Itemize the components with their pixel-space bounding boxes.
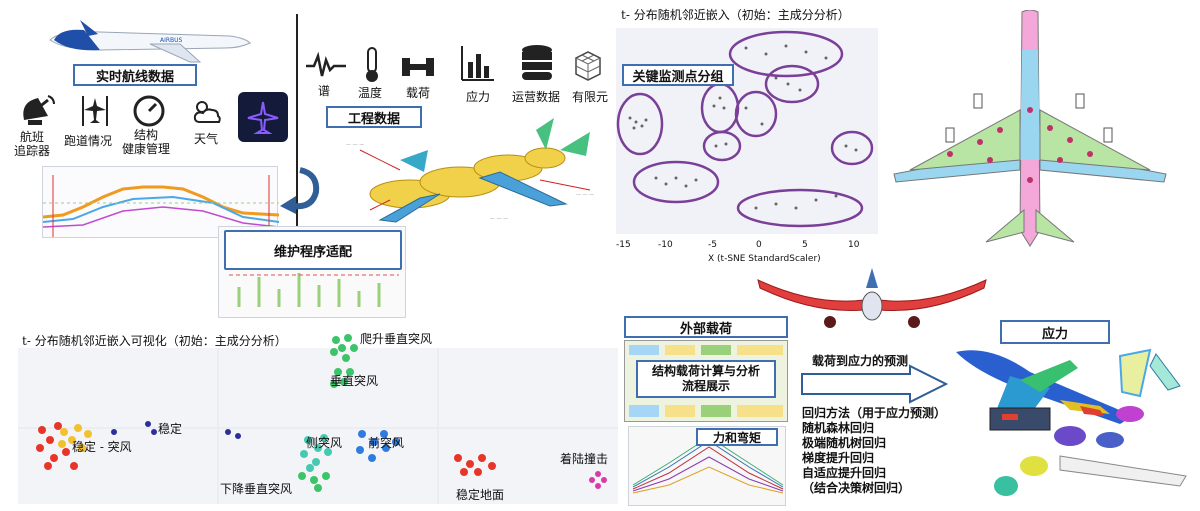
climb-gust-cluster bbox=[330, 334, 358, 388]
exploded-airplane-image: — — — — — — — — — bbox=[346, 118, 594, 223]
stress-label: 应力 bbox=[466, 90, 491, 104]
airplane-topview-image bbox=[893, 10, 1167, 247]
methods-list: 回归方法（用于应力预测） 随机森林回归 极端随机树回归 梯度提升回归 自适应提升… bbox=[802, 406, 982, 496]
flight-tracker-label: 航班 追踪器 bbox=[14, 130, 51, 158]
runway-label: 跑道情况 bbox=[64, 134, 113, 148]
mesh-cube-icon bbox=[575, 51, 601, 81]
method-0: 回归方法（用于应力预测） bbox=[802, 406, 947, 420]
weather-icon bbox=[193, 101, 221, 123]
gauge-icon bbox=[133, 95, 165, 127]
method-3: 梯度提升回归 bbox=[802, 451, 875, 465]
red-airplane-image bbox=[757, 268, 987, 328]
divider-line bbox=[296, 14, 298, 240]
svg-text:— — —: — — — bbox=[490, 216, 508, 222]
app-icon bbox=[238, 92, 288, 142]
svg-text:AIRBUS: AIRBUS bbox=[160, 37, 183, 44]
arrow-label: 载荷到应力的预测 bbox=[812, 354, 909, 368]
bar-chart-icon bbox=[461, 46, 494, 81]
right-arrow-icon bbox=[801, 364, 949, 404]
cluster-label-climb-vertical-gust: 爬升垂直突风 bbox=[360, 332, 433, 346]
weather-label: 天气 bbox=[194, 132, 219, 146]
maintenance-title: 维护程序适配 bbox=[224, 230, 402, 270]
cluster-label-steady: 稳定 bbox=[158, 422, 183, 436]
process-title: 结构载荷计算与分析 流程展示 bbox=[636, 360, 776, 398]
operational-label: 运营数据 bbox=[512, 90, 561, 104]
method-1: 随机森林回归 bbox=[802, 421, 875, 435]
structural-health-label: 结构 健康管理 bbox=[122, 128, 171, 156]
svg-text:— — —: — — — bbox=[576, 192, 594, 198]
method-4: 自适应提升回归 bbox=[802, 466, 887, 480]
database-icon bbox=[522, 45, 552, 80]
tsne-bottom-plot bbox=[18, 348, 618, 504]
key-group-title: 关键监测点分组 bbox=[622, 64, 734, 86]
stress-title: 应力 bbox=[1000, 320, 1110, 344]
fem-label: 有限元 bbox=[572, 90, 609, 104]
cluster-label-ground-steady: 稳定地面 bbox=[456, 488, 505, 502]
svg-text:— — —: — — — bbox=[346, 142, 364, 148]
tsne-top-title: t- 分布随机邻近嵌入（初始：主成分分析） bbox=[621, 8, 850, 22]
realtime-data-title: 实时航线数据 bbox=[73, 64, 197, 86]
spectrum-label: 谱 bbox=[318, 84, 331, 98]
tsne-top-xticks: -15 -10 -5 0 5 10 bbox=[616, 240, 860, 250]
dumbbell-icon bbox=[402, 58, 434, 76]
force-moment-title: 力和弯矩 bbox=[696, 428, 778, 446]
engineering-title: 工程数据 bbox=[326, 106, 422, 128]
tsne-bottom-title: t- 分布随机邻近嵌入可视化（初始：主成分分析） bbox=[22, 334, 287, 348]
cluster-label-lateral-gust: 侧突风 bbox=[306, 436, 343, 450]
cluster-label-descent-vertical-gust: 下降垂直突风 bbox=[220, 482, 293, 496]
external-load-title: 外部载荷 bbox=[624, 316, 788, 338]
method-5: （结合决策树回归） bbox=[802, 481, 911, 495]
cycle-arrow-icon bbox=[280, 167, 320, 214]
cluster-label-steady-gust: 稳定 - 突风 bbox=[72, 440, 132, 454]
cluster-label-forward-gust: 前突风 bbox=[368, 436, 405, 450]
runway-icon bbox=[82, 96, 108, 126]
airplane-image: AIRBUS bbox=[49, 20, 251, 63]
method-2: 极端随机树回归 bbox=[802, 436, 887, 450]
temperature-label: 温度 bbox=[358, 86, 383, 100]
tsne-top-plot bbox=[616, 28, 878, 234]
thermometer-icon bbox=[366, 47, 378, 82]
load-label: 载荷 bbox=[406, 86, 431, 100]
radar-icon bbox=[23, 95, 55, 125]
cluster-label-vertical-gust: 垂直突风 bbox=[330, 374, 379, 388]
spectrum-icon bbox=[306, 52, 346, 77]
cluster-label-landing-impact: 着陆撞击 bbox=[560, 452, 609, 466]
tsne-top-xaxis-label: X (t-SNE StandardScaler) bbox=[708, 254, 821, 264]
stress-contour-image bbox=[956, 348, 1187, 496]
